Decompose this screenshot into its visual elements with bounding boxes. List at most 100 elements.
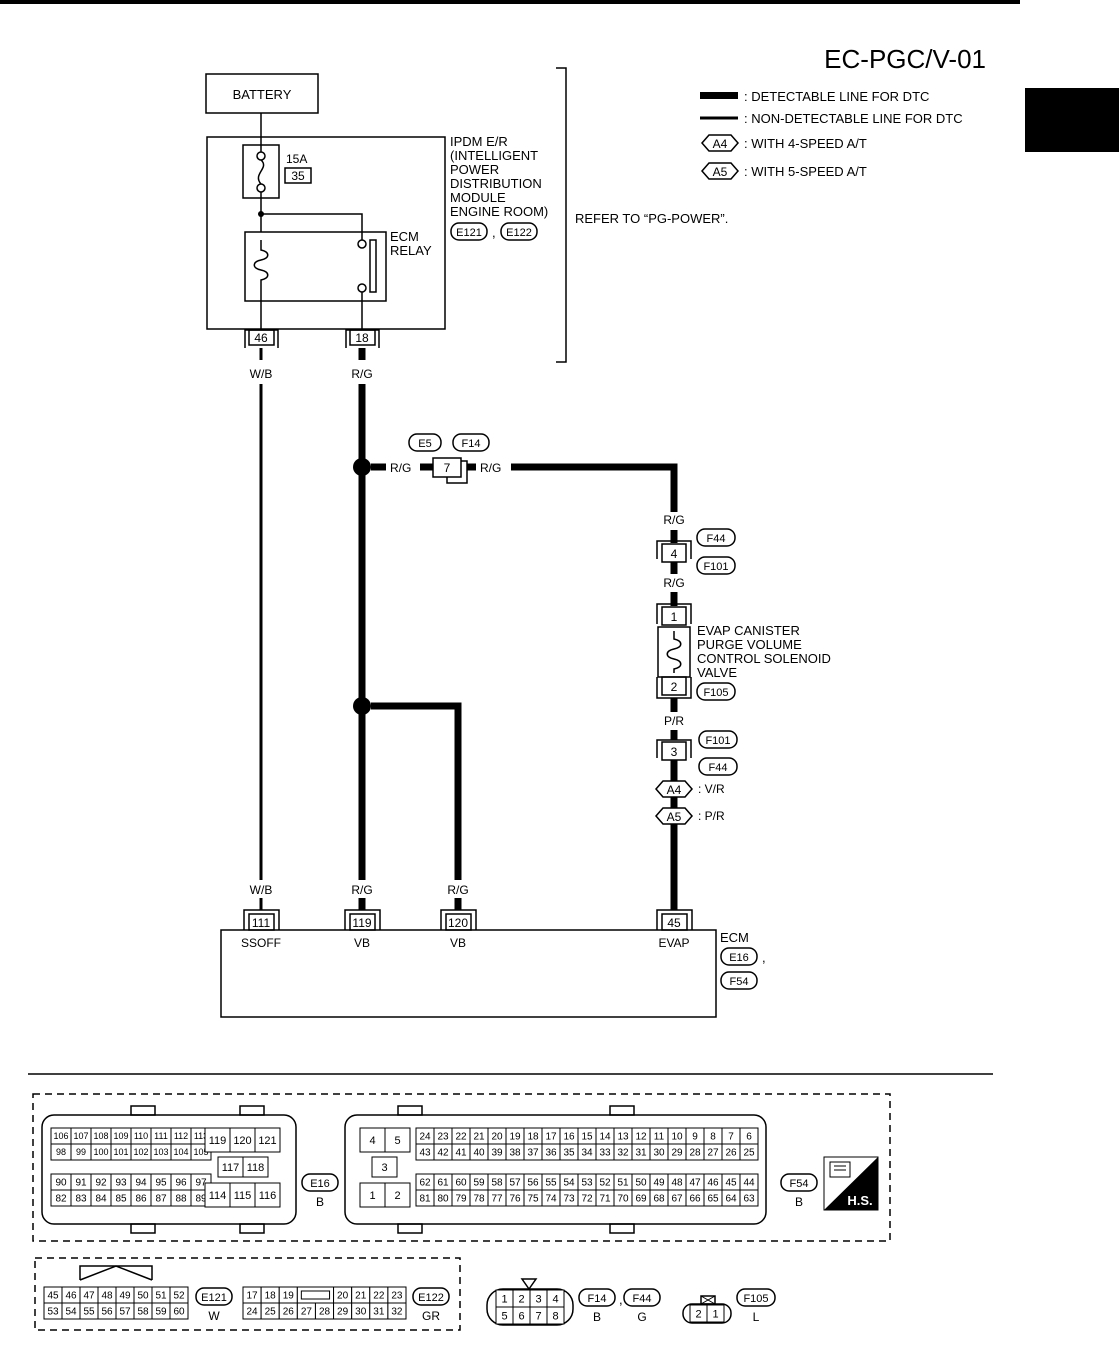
svg-text:F14: F14 (462, 438, 481, 450)
joint-connector-pin: 7 (444, 461, 451, 475)
solenoid-label-1: EVAP CANISTER (697, 623, 800, 638)
f44-connector-pin: 4 (671, 547, 678, 561)
fuse-number: 35 (291, 169, 305, 183)
connector-pin-label: 103 (153, 1147, 168, 1157)
connector-pin-label: 60 (173, 1307, 185, 1318)
connector-pin-label: 36 (545, 1148, 557, 1159)
tag-f105 (696, 682, 736, 701)
connector-pin-label: 29 (671, 1148, 683, 1159)
connector-pin-label: 34 (581, 1148, 593, 1159)
connector-pin-label: 28 (689, 1148, 701, 1159)
connector-pin-cell (242, 1156, 269, 1178)
wire-rg-bottom2: R/G (447, 883, 468, 897)
connector-pin-label: 119 (209, 1135, 227, 1147)
connector-pin-label: 66 (689, 1194, 701, 1205)
wire-rg-down1: R/G (663, 513, 684, 527)
connector-pin-label: 12 (635, 1132, 647, 1143)
ipdm-pin-46: 46 (254, 331, 268, 345)
connector-pin-label: 22 (455, 1132, 467, 1143)
connector-pin-label: 98 (56, 1147, 66, 1157)
legend-a5: : WITH 5-SPEED A/T (744, 164, 867, 179)
connector-pin-label: 63 (743, 1194, 755, 1205)
connector-pin-label: 7 (728, 1132, 734, 1143)
svg-text:120: 120 (448, 916, 468, 930)
connector-pin-label: 8 (710, 1132, 716, 1143)
connector-pin-label: 99 (76, 1147, 86, 1157)
connector-pin-label: 1 (369, 1190, 375, 1202)
connector-pin-label: 102 (133, 1147, 148, 1157)
connector-pin-label: 29 (337, 1307, 349, 1318)
connector-pin-label: 8 (552, 1310, 558, 1322)
connector-pin-label: 118 (247, 1162, 265, 1174)
connector-pin-label: 82 (55, 1194, 67, 1205)
connector-pin-label: 57 (509, 1178, 521, 1189)
solenoid-label-4: VALVE (697, 665, 737, 680)
connector-pin-label: 116 (259, 1190, 277, 1202)
connector-pin-label: 1 (501, 1293, 507, 1305)
connector-pin-label: 21 (473, 1132, 485, 1143)
legend-a5-tag: A5 (713, 165, 728, 179)
tag-f44-lower (698, 757, 738, 776)
tag-f14-face (578, 1288, 616, 1307)
connector-pin-label: 80 (437, 1194, 449, 1205)
tag-e16 (720, 947, 758, 966)
svg-text:119: 119 (352, 916, 371, 930)
junction-dot-lower (353, 697, 371, 715)
battery-box (205, 73, 319, 114)
rg-branch-wire (511, 463, 678, 512)
connector-pin-label: 47 (689, 1178, 701, 1189)
legend-detectable: : DETECTABLE LINE FOR DTC (744, 89, 929, 104)
wire-a5-color: : P/R (698, 809, 725, 823)
connector-pin-label: 30 (653, 1148, 665, 1159)
connector-pin-label: 93 (115, 1178, 127, 1189)
e122-color: GR (422, 1309, 440, 1323)
svg-text:E122: E122 (418, 1292, 444, 1304)
connector-pin-label: 44 (743, 1178, 755, 1189)
ecm-pin-120: 120 VB (440, 909, 477, 950)
connector-pin-label: 3 (381, 1162, 387, 1174)
connector-pin-label: 87 (155, 1194, 167, 1205)
connector-pin-label: 57 (119, 1307, 131, 1318)
solenoid-label-2: PURGE VOLUME (697, 637, 802, 652)
ipdm-name-5: MODULE (450, 190, 506, 205)
connector-pin-label: 69 (635, 1194, 647, 1205)
connector-pin-label: 14 (599, 1132, 611, 1143)
connector-pin-label: 76 (509, 1194, 521, 1205)
svg-text:A5: A5 (667, 810, 682, 824)
connector-pin-label: 53 (47, 1307, 59, 1318)
ecm-pin-111-name: SSOFF (241, 936, 281, 950)
a4-tag-icon (701, 134, 739, 152)
connector-pin-cell (371, 1156, 398, 1178)
connector-pin-label: 62 (419, 1178, 431, 1189)
connector-pin-cell (384, 1182, 411, 1208)
connector-pin-label: 46 (65, 1291, 77, 1302)
relay-contact-top (357, 239, 367, 249)
connector-pin-label: 110 (134, 1131, 148, 1141)
connector-pin-label: 5 (394, 1135, 400, 1147)
connector-pin-label: 56 (101, 1307, 113, 1318)
connector-pin-label: 19 (283, 1291, 295, 1302)
connector-pin-label: 86 (135, 1194, 147, 1205)
connector-pin-label: 30 (355, 1307, 367, 1318)
tag-e5 (408, 433, 442, 452)
connector-pin-label: 47 (83, 1291, 95, 1302)
connector-pin-label: 64 (725, 1194, 737, 1205)
fuse-terminal-top (256, 151, 266, 161)
wire-wb-top: W/B (250, 367, 273, 381)
tag-e16-face (301, 1173, 339, 1192)
fuse-rating: 15A (286, 152, 307, 166)
svg-text:E5: E5 (418, 438, 431, 450)
tag-f105-face (736, 1288, 776, 1307)
connector-pin-label: 78 (473, 1194, 485, 1205)
connector-pin-label: 120 (233, 1135, 251, 1147)
connector-pin-label: 108 (93, 1131, 108, 1141)
fuse-number-box (284, 167, 312, 184)
tag-f101-lower (698, 730, 738, 749)
connector-pin-label: 100 (93, 1147, 108, 1157)
connector-pin-label: 49 (653, 1178, 665, 1189)
ipdm-box (206, 136, 446, 330)
ecm-pin-45: 45 EVAP (656, 909, 693, 950)
